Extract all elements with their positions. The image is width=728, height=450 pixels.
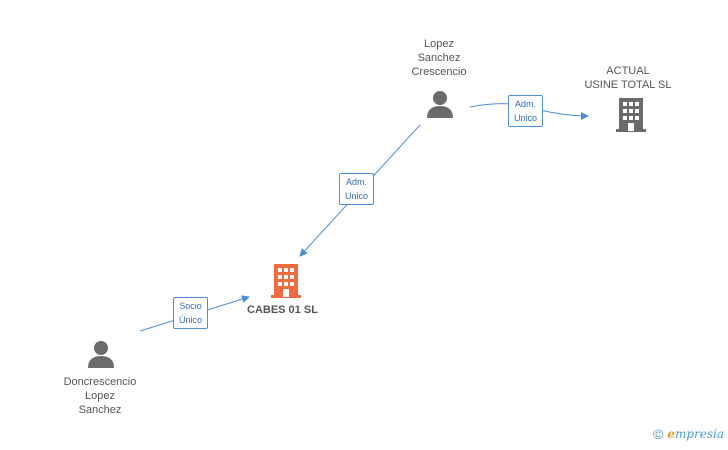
company-label-actual: ACTUAL USINE TOTAL SL: [558, 64, 698, 92]
edge-label-line: Único: [179, 315, 203, 325]
person-icon[interactable]: [426, 90, 454, 120]
edge-label-lopez-actual: Adm. Unico: [508, 95, 544, 127]
building-icon-main[interactable]: [270, 263, 302, 299]
edge-label-line: Socio: [179, 301, 202, 311]
building-icon[interactable]: [615, 97, 647, 133]
company-name-main[interactable]: CABES 01 SL: [247, 304, 318, 316]
label-line: Doncrescencio: [63, 376, 137, 388]
label-line: ACTUAL: [606, 65, 650, 77]
person-label-lopez: Lopez Sanchez Crescencio: [369, 37, 509, 79]
edge-label-don-cabes: Socio Único: [173, 297, 209, 329]
brand-initial: e: [667, 427, 675, 441]
empresia-watermark[interactable]: © empresia: [653, 426, 724, 442]
copyright-icon: ©: [652, 426, 664, 442]
brand-logo: empresia: [667, 427, 724, 441]
label-line: Sanchez: [78, 404, 122, 416]
person-icon[interactable]: [87, 340, 115, 370]
label-line: USINE TOTAL SL: [584, 79, 672, 91]
person-label-doncrescencio: Doncrescencio Lopez Sanchez: [30, 375, 170, 417]
label-line: Sanchez: [417, 52, 461, 64]
label-line: Crescencio: [411, 66, 467, 78]
edge-label-line: Unico: [514, 113, 538, 123]
label-line: Lopez: [424, 38, 454, 50]
edge-label-line: Unico: [345, 191, 369, 201]
edge-label-line: Adm.: [346, 177, 368, 187]
edge-label-line: Adm.: [515, 99, 537, 109]
brand-rest: mpresia: [674, 427, 724, 441]
edge-label-lopez-cabes: Adm. Unico: [339, 173, 375, 205]
label-line: Lopez: [85, 390, 115, 402]
